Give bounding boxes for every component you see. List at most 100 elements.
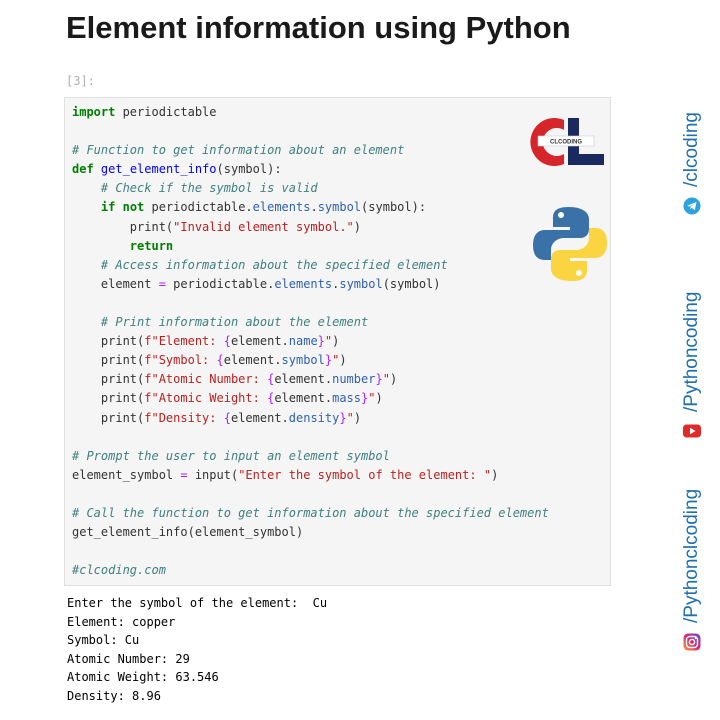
code-token: } xyxy=(375,372,383,387)
youtube-handle-text: /Pythoncoding xyxy=(681,291,702,412)
instagram-handle[interactable]: /Pythonclcoding xyxy=(680,435,704,651)
code-token: " xyxy=(324,334,333,349)
code-line: element_symbol = input("Enter the symbol… xyxy=(72,466,549,485)
code-token: def xyxy=(72,162,94,177)
code-cell[interactable] xyxy=(64,97,611,586)
output-line: Enter the symbol of the element: Cu xyxy=(67,596,328,610)
code-token: } xyxy=(324,353,333,368)
code-token: periodictable. xyxy=(144,200,253,215)
code-token: print( xyxy=(72,353,145,368)
code-block[interactable]: import periodictable # Function to get i… xyxy=(72,103,549,580)
code-token: } xyxy=(317,334,325,349)
code-line: element = periodictable.elements.symbol(… xyxy=(72,275,549,294)
code-line: # Prompt the user to input an element sy… xyxy=(72,447,549,466)
code-token: elements xyxy=(252,200,311,215)
code-line: # Call the function to get information a… xyxy=(72,504,549,523)
code-token: = xyxy=(158,276,166,291)
code-token: not xyxy=(122,200,145,215)
code-token: element. xyxy=(230,410,289,425)
telegram-handle[interactable]: /clcoding xyxy=(680,55,704,215)
clcoding-logo: CLCODING xyxy=(530,118,604,166)
telegram-icon xyxy=(683,197,701,215)
code-token: print( xyxy=(72,410,145,425)
code-token: # Prompt the user to input an element sy… xyxy=(72,448,390,463)
youtube-icon xyxy=(683,422,701,440)
code-token: } xyxy=(339,410,347,425)
code-token: # Access information about the specified… xyxy=(100,257,448,272)
code-token xyxy=(72,181,101,195)
code-token: . xyxy=(332,276,340,291)
code-line xyxy=(72,428,549,447)
code-token: element. xyxy=(230,334,289,349)
code-token: { xyxy=(223,410,231,425)
code-token: ) xyxy=(375,391,383,406)
code-token: density xyxy=(288,410,340,425)
code-token: print( xyxy=(72,219,174,234)
code-line: # Print information about the element xyxy=(72,313,549,332)
code-line: print(f"Density: {element.density}") xyxy=(72,409,549,428)
code-line: print("Invalid element symbol.") xyxy=(72,218,549,237)
output-line: Density: 8.96 xyxy=(67,688,161,703)
code-token xyxy=(72,239,130,253)
python-logo xyxy=(533,207,607,281)
code-token xyxy=(115,200,122,214)
code-token: f"Atomic Weight: xyxy=(144,391,268,406)
code-token: } xyxy=(361,391,369,406)
code-token: symbol xyxy=(317,200,362,215)
code-token: " xyxy=(382,372,390,387)
code-token: { xyxy=(267,391,275,406)
code-line xyxy=(72,294,549,313)
code-line: print(f"Element: {element.name}") xyxy=(72,332,549,351)
code-line: def get_element_info(symbol): xyxy=(72,160,549,179)
output-line: Symbol: Cu xyxy=(67,633,140,648)
output-line: Atomic Number: 29 xyxy=(67,651,190,666)
code-token: symbol xyxy=(281,353,325,368)
code-token: name xyxy=(288,334,318,349)
code-token: f"Density: xyxy=(144,410,224,425)
code-token: elements xyxy=(274,276,333,291)
code-token: print( xyxy=(72,334,145,349)
cell-output: Enter the symbol of the element: Cu Eleme… xyxy=(67,594,327,706)
code-token: element. xyxy=(223,353,282,368)
code-token: if xyxy=(100,200,116,215)
code-line: print(f"Symbol: {element.symbol}") xyxy=(72,351,549,370)
code-token: (symbol): xyxy=(361,200,427,215)
code-token: ) xyxy=(332,334,340,349)
code-token: number xyxy=(332,372,376,387)
code-token xyxy=(72,200,101,214)
code-token: import xyxy=(72,105,116,119)
code-line: # Access information about the specified… xyxy=(72,256,549,275)
code-token: ) xyxy=(353,219,362,234)
code-line: import periodictable xyxy=(72,103,549,122)
output-line: Element: copper xyxy=(67,614,176,629)
code-token xyxy=(94,162,101,176)
code-line xyxy=(72,485,549,504)
code-token: element xyxy=(72,276,159,291)
code-line: get_element_info(element_symbol) xyxy=(72,523,549,542)
code-token: get_element_info xyxy=(100,162,217,177)
code-line: if not periodictable.elements.symbol(sym… xyxy=(72,198,549,217)
code-token: "Invalid element symbol." xyxy=(173,219,354,234)
cell-prompt: [3]: xyxy=(66,74,95,88)
code-line: print(f"Atomic Weight: {element.mass}") xyxy=(72,389,549,408)
code-token: (symbol): xyxy=(216,162,282,177)
instagram-handle-text: /Pythonclcoding xyxy=(681,488,702,623)
code-line: # Check if the symbol is valid xyxy=(72,179,549,198)
code-token: # Call the function to get information a… xyxy=(72,505,549,520)
output-line: Atomic Weight: 63.546 xyxy=(67,670,219,685)
code-token: { xyxy=(267,372,275,387)
code-token: f"Atomic Number: xyxy=(144,372,268,387)
code-token: get_element_info(element_symbol) xyxy=(72,525,304,540)
code-line: return xyxy=(72,237,549,256)
code-token: #clcoding.com xyxy=(72,563,166,578)
code-token: element. xyxy=(274,391,333,406)
code-token: ) xyxy=(353,410,362,425)
code-token: # Function to get information about an e… xyxy=(72,143,405,158)
code-token: { xyxy=(223,334,231,349)
youtube-handle[interactable]: /Pythoncoding xyxy=(680,240,704,440)
code-token xyxy=(72,258,101,272)
code-token: ) xyxy=(389,372,398,387)
code-line xyxy=(72,122,549,141)
code-line: #clcoding.com xyxy=(72,561,549,580)
code-token: " xyxy=(346,410,354,425)
